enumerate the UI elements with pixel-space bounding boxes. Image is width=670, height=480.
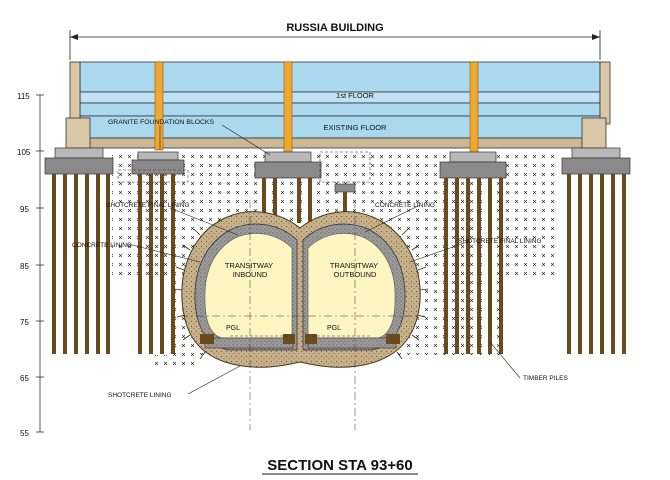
elevation-ticks: [36, 94, 44, 433]
concrete-lining-left-label: CONCRETE LINING: [72, 242, 132, 249]
shotcrete-final-left-label: SHOTCRETE FINAL LINING: [106, 202, 190, 209]
pile-cap: [54, 147, 104, 159]
first-floor-label: 1st FLOOR: [336, 91, 375, 100]
pgl-right-label: PGL: [327, 325, 341, 332]
pile-cap: [561, 157, 631, 175]
section-title: SECTION STA 93+60: [267, 457, 412, 474]
rock-bolts: [173, 228, 429, 360]
end-block-left: [65, 117, 91, 149]
outbound-label: TRANSITWAY OUTBOUND: [330, 261, 380, 279]
elevation-label: 75: [20, 318, 29, 327]
column: [469, 61, 479, 153]
concrete-lining-right-label: CONCRETE LINING: [375, 202, 435, 209]
tunnel-outbound-interior: [307, 233, 396, 339]
elevation-label: 95: [20, 205, 29, 214]
pile-cap: [137, 151, 179, 161]
shotcrete-final-right-label: SHOTCRETE FINAL LINING: [458, 238, 542, 245]
building-dimension: RUSSIA BUILDING: [69, 22, 601, 60]
elevation-label: 105: [17, 148, 31, 157]
elevation-scale: 115 105 95 85 75 65 55: [17, 92, 44, 438]
inbound-label: TRANSITWAY INBOUND: [225, 261, 275, 279]
elevation-label: 55: [20, 429, 29, 438]
timber-piles: [52, 174, 626, 354]
outbound-line-2: OUTBOUND: [334, 270, 378, 279]
existing-floor-label: EXISTING FLOOR: [324, 123, 388, 132]
granite-blocks-label: GRANITE FOUNDATION BLOCKS: [108, 119, 214, 126]
column: [283, 61, 293, 153]
end-wall-right: [599, 61, 611, 125]
outbound-line-1: TRANSITWAY: [330, 261, 378, 270]
elevation-label: 65: [20, 374, 29, 383]
column: [154, 61, 164, 151]
pile-cap: [131, 159, 185, 175]
pile-cap: [449, 151, 497, 163]
pile-cap: [439, 161, 507, 179]
end-block-right: [581, 117, 607, 149]
annotations: [127, 124, 521, 395]
pile-cap: [254, 161, 322, 179]
end-wall-left: [69, 61, 81, 125]
pile-cap: [571, 147, 621, 159]
tunnel-inbound-interior: [204, 233, 293, 339]
pile-cap: [44, 157, 114, 175]
building: 1st FLOOR EXISTING FLOOR: [65, 61, 611, 153]
building-title: RUSSIA BUILDING: [286, 22, 383, 34]
elevation-label: 85: [20, 262, 29, 271]
inbound-line-2: INBOUND: [233, 270, 268, 279]
twin-tunnels: TRANSITWAY INBOUND TRANSITWAY OUTBOUND P…: [173, 200, 429, 430]
pile-caps: [44, 147, 631, 193]
inbound-line-1: TRANSITWAY: [225, 261, 273, 270]
pile-cap: [264, 151, 312, 163]
timber-piles-label: TIMBER PILES: [523, 375, 568, 382]
shotcrete-lining-label: SHOTCRETE LINING: [108, 392, 172, 399]
elevation-label: 115: [17, 92, 30, 101]
pgl-left-label: PGL: [226, 325, 240, 332]
